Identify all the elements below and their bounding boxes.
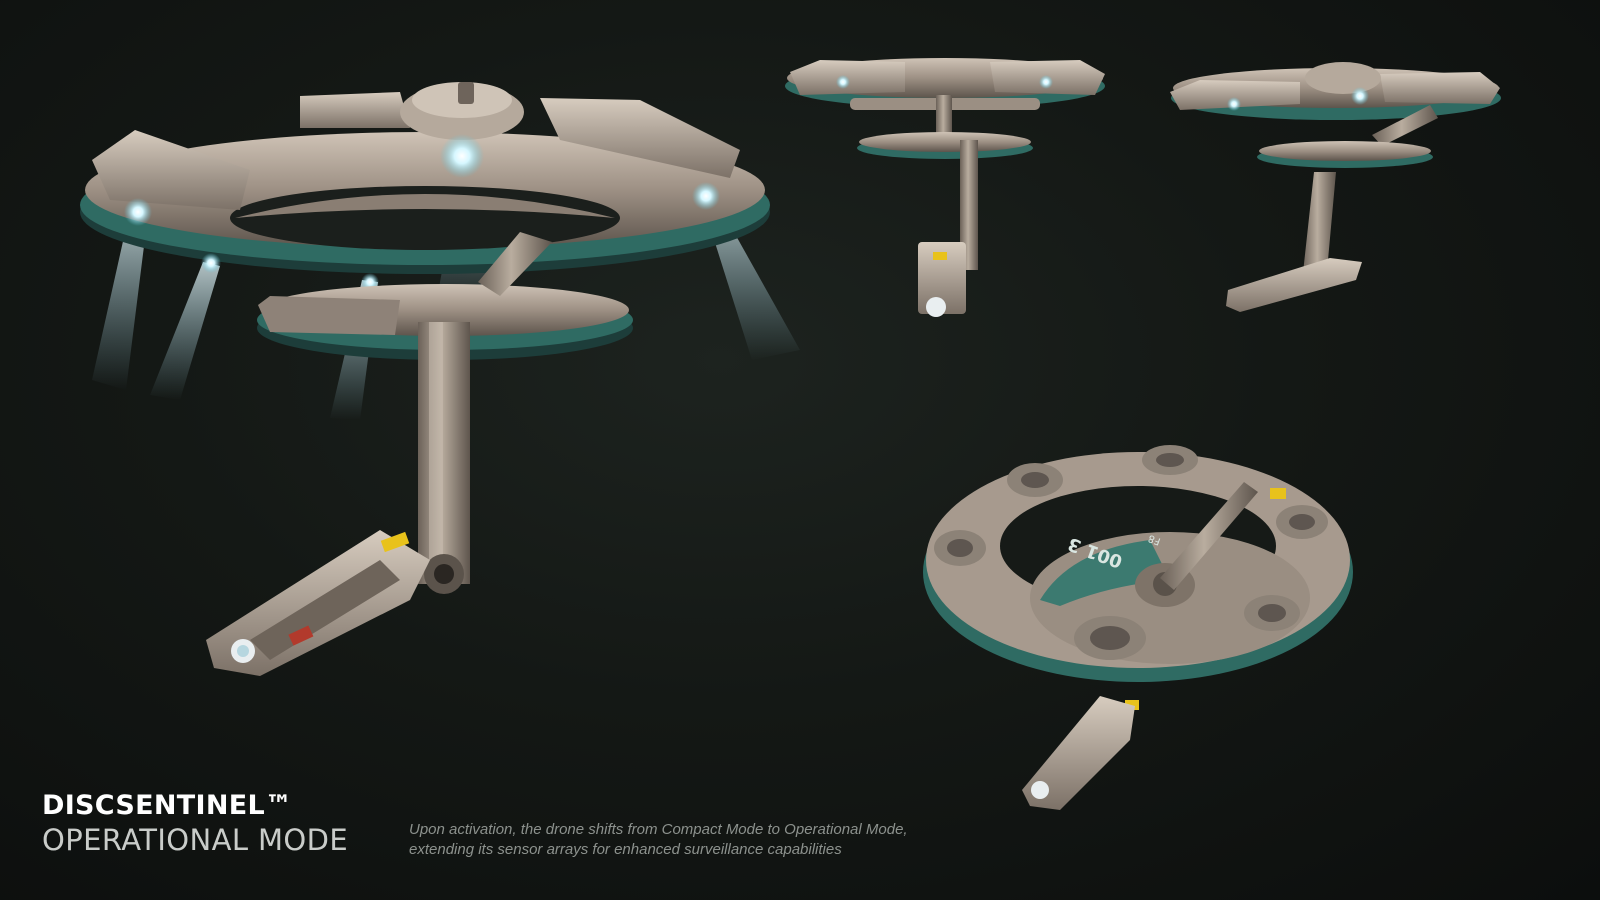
main-drone [80,82,800,676]
mode-subtitle: OPERATIONAL MODE [42,823,349,857]
caption-block: DISCSENTINEL™ OPERATIONAL MODE [42,790,348,857]
description-text: Upon activation, the drone shifts from C… [409,820,969,860]
warning-decal [1270,488,1286,499]
description-line-2: extending its sensor arrays for enhanced… [409,841,842,858]
front-view-drone [785,58,1105,317]
product-title: DISCSENTINEL™ [42,790,293,821]
description-line-1: Upon activation, the drone shifts from C… [409,821,908,838]
top-view-drone: 001 3 F8 [923,445,1353,810]
hull-code-decal: F8 [1147,532,1162,546]
side-view-drone [1170,62,1501,312]
